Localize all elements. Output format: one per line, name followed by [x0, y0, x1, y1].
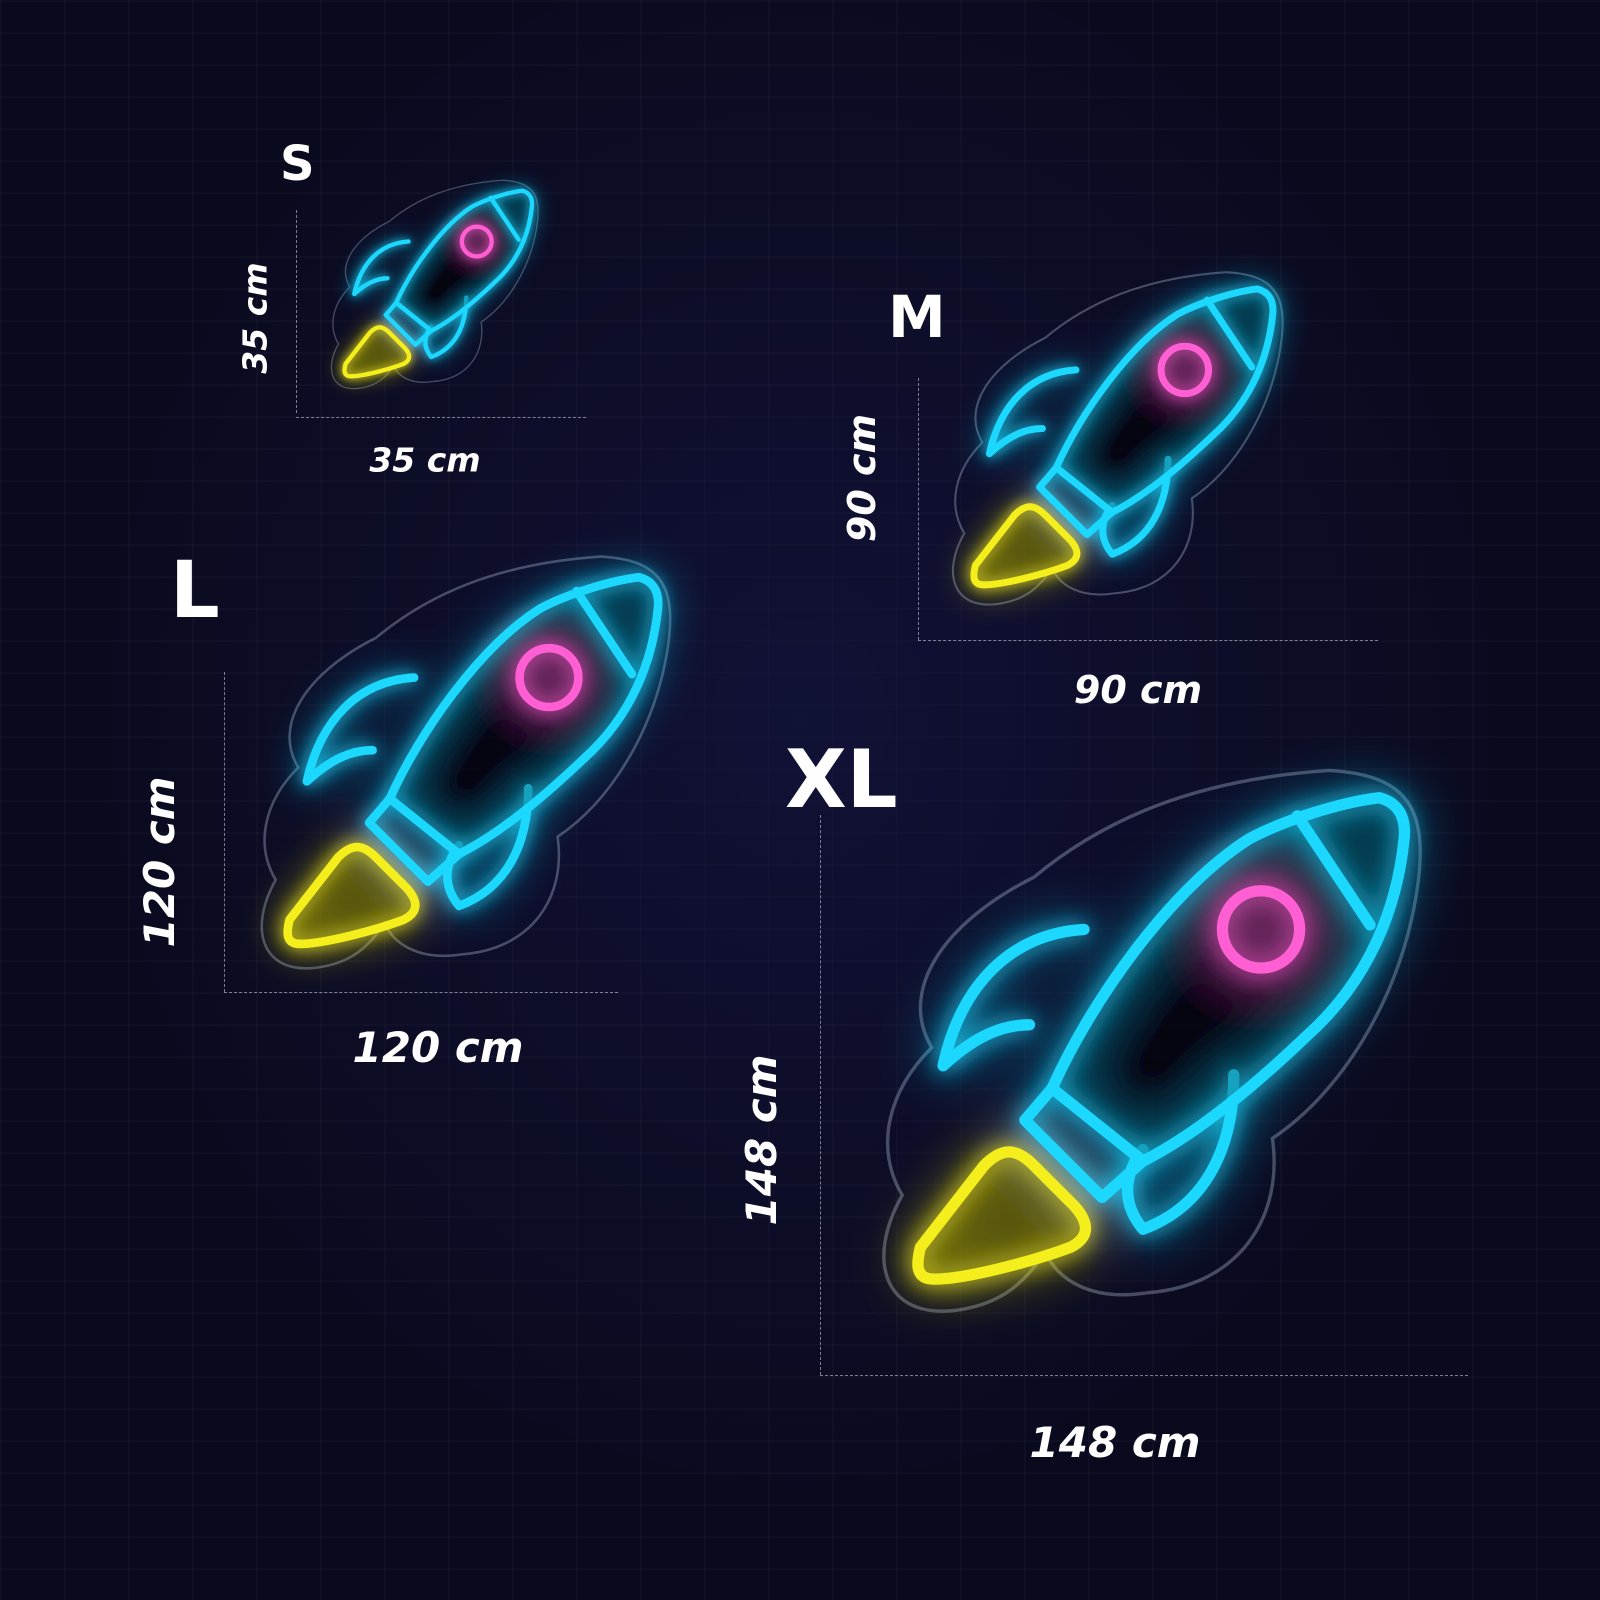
size-letter-m: M [888, 283, 946, 351]
width-guide-extra-large [820, 1375, 1468, 1376]
height-guide-medium [918, 378, 919, 640]
height-guide-extra-large [820, 815, 821, 1375]
width-label-large: 120 cm [352, 1023, 524, 1072]
width-label-small: 35 cm [369, 440, 481, 480]
height-guide-large [224, 672, 225, 992]
width-guide-small [296, 417, 586, 418]
height-guide-small [296, 210, 297, 413]
width-guide-large [224, 992, 618, 993]
size-letter-s: S [280, 136, 315, 192]
width-label-medium: 90 cm [1073, 668, 1203, 712]
height-label-large: 120 cm [135, 776, 184, 948]
height-label-small: 35 cm [235, 262, 275, 374]
size-letter-l: L [170, 546, 220, 636]
size-letter-xl: XL [785, 733, 898, 826]
width-guide-medium [918, 640, 1378, 641]
rocket-icon-large [255, 560, 670, 975]
height-label-extra-large: 148 cm [737, 1054, 786, 1226]
rocket-icon-medium [935, 275, 1295, 610]
rocket-icon-small [318, 182, 548, 392]
rocket-icon-extra-large [870, 775, 1425, 1320]
height-label-medium: 90 cm [840, 413, 884, 543]
width-label-extra-large: 148 cm [1029, 1418, 1201, 1467]
